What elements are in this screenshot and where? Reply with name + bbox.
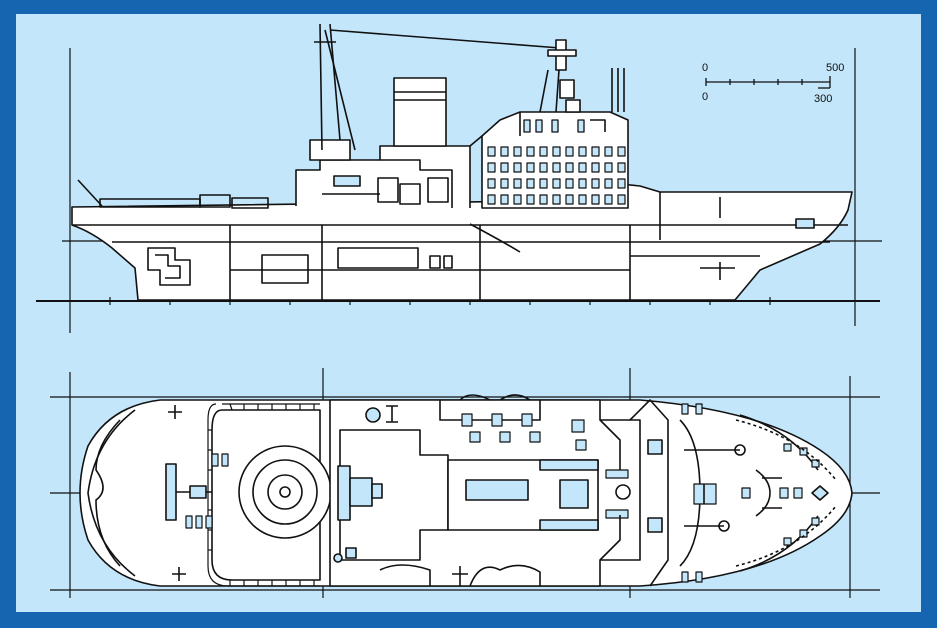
scale-label-bottom-right: 300 xyxy=(814,93,833,105)
deck-plan-view xyxy=(50,368,880,598)
scale-label-top-right: 500 xyxy=(826,62,845,74)
scale-label-top-left: 0 xyxy=(702,62,709,74)
scale-label-bottom-left: 0 xyxy=(702,91,709,103)
mast-base xyxy=(615,484,631,500)
side-elevation-view xyxy=(36,23,882,333)
scale-bar xyxy=(705,76,831,89)
